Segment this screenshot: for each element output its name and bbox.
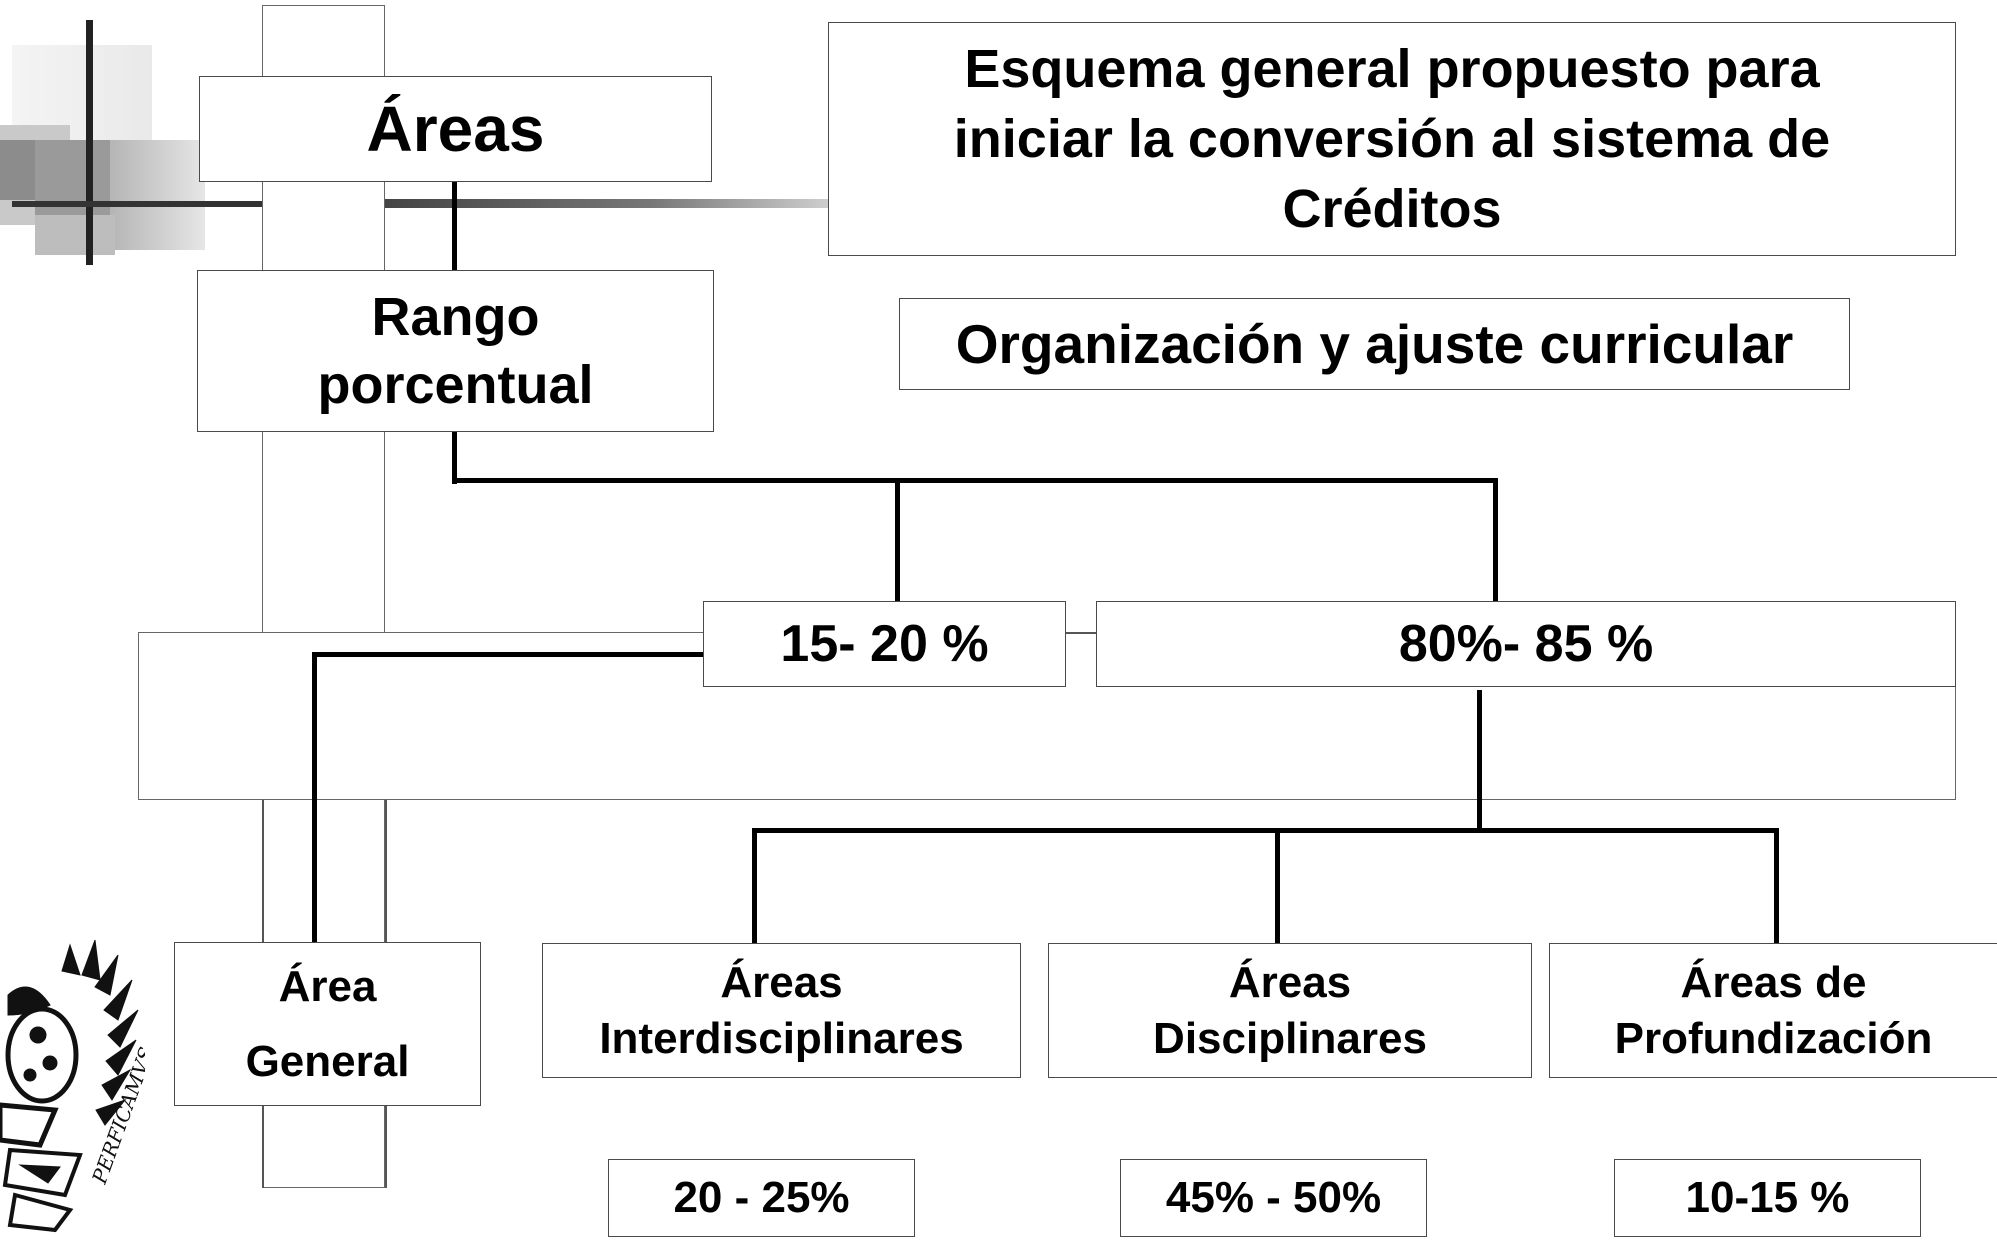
area-prof-box: Áreas de Profundización: [1549, 943, 1997, 1078]
split-left-box: 15- 20 %: [703, 601, 1066, 687]
eagle-logo: PERFICAMVS: [0, 935, 159, 1238]
range-box: Rango porcentual: [197, 270, 714, 432]
pct-disc-label: 45% - 50%: [1165, 1173, 1382, 1222]
decor-square-6: [0, 140, 35, 200]
split-right-label: 80%- 85 %: [1398, 615, 1654, 673]
pct-inter-box: 20 - 25%: [608, 1159, 915, 1237]
range-line-2: porcentual: [317, 355, 594, 415]
pct-prof-box: 10-15 %: [1614, 1159, 1921, 1237]
area-disc-line-2: Disciplinares: [1153, 1013, 1427, 1063]
areas-box: Áreas: [199, 76, 712, 182]
title-line-2: iniciar la conversión al sistema de: [953, 109, 1831, 169]
decor-cross-horizontal: [12, 201, 262, 207]
connector-range-down: [452, 432, 457, 484]
area-general-line-2: General: [245, 1036, 410, 1086]
connector-areas-to-range: [452, 182, 457, 272]
eagle-icon: PERFICAMVS: [0, 939, 159, 1233]
connector-to-right-split: [1493, 478, 1498, 601]
pct-inter-label: 20 - 25%: [673, 1173, 850, 1222]
range-line-1: Rango: [371, 287, 540, 347]
areas-label: Áreas: [366, 93, 545, 165]
subtitle-label: Organización y ajuste curricular: [955, 313, 1794, 375]
split-connector-thin: [1066, 632, 1096, 634]
decor-header-rule: [385, 199, 830, 208]
connector-range-horizontal: [452, 478, 1498, 483]
area-disc-line-1: Áreas: [1228, 957, 1352, 1007]
title-line-1: Esquema general propuesto para: [964, 39, 1820, 99]
split-left-label: 15- 20 %: [780, 615, 989, 673]
split-right-box: 80%- 85 %: [1096, 601, 1956, 687]
connector-bottom-horizontal: [752, 828, 1779, 833]
area-inter-line-2: Interdisciplinares: [599, 1013, 964, 1063]
pct-disc-box: 45% - 50%: [1120, 1159, 1427, 1237]
area-general-box: Área General: [174, 942, 481, 1106]
area-prof-line-2: Profundización: [1614, 1013, 1933, 1063]
area-inter-line-1: Áreas: [720, 957, 843, 1007]
connector-to-area-general: [312, 652, 317, 942]
connector-to-prof: [1774, 828, 1779, 944]
connector-to-left-split: [895, 478, 900, 601]
title-line-3: Créditos: [1282, 179, 1502, 239]
connector-to-disc: [1275, 828, 1280, 944]
decor-square-5: [35, 215, 115, 255]
area-prof-line-1: Áreas de: [1680, 957, 1867, 1007]
decor-cross-vertical: [86, 20, 93, 265]
connector-to-inter: [752, 828, 757, 944]
pct-prof-label: 10-15 %: [1685, 1173, 1850, 1222]
connector-right-split-down: [1477, 690, 1482, 830]
area-inter-box: Áreas Interdisciplinares: [542, 943, 1021, 1078]
subtitle-box: Organización y ajuste curricular: [899, 298, 1850, 390]
connector-left-split-horizontal: [312, 652, 704, 657]
area-disc-box: Áreas Disciplinares: [1048, 943, 1532, 1078]
area-general-line-1: Área: [278, 961, 377, 1011]
decor-square-4: [110, 140, 205, 250]
title-box: Esquema general propuesto para iniciar l…: [828, 22, 1956, 256]
